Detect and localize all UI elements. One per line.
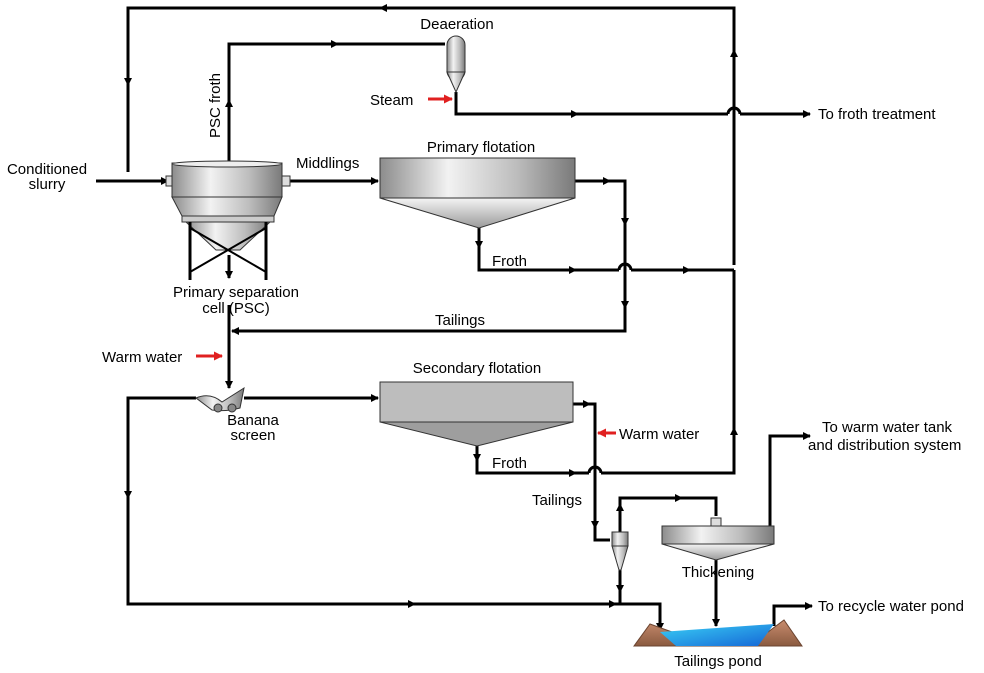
primary-froth-hop	[617, 262, 633, 271]
flow-lines	[96, 4, 813, 631]
warm-water-tank-label-1: To warm water tank	[822, 419, 953, 436]
thickener-overflow-line	[768, 432, 811, 530]
deaeration-vessel	[446, 35, 466, 94]
psc-label-2: cell (PSC)	[202, 300, 270, 317]
primary-flotation-tank	[379, 157, 576, 229]
labels: Conditioned slurry PSC froth Deaeration …	[7, 16, 964, 670]
psc-froth-label: PSC froth	[207, 73, 224, 138]
warm-water-left-label: Warm water	[102, 349, 182, 366]
banana-screen-label-2: screen	[230, 427, 275, 444]
secondary-flotation-tank	[379, 381, 574, 447]
psc-label-1: Primary separation	[173, 284, 299, 301]
recycle-top-line	[126, 6, 736, 265]
secondary-froth-out	[601, 270, 736, 475]
froth-treatment-hop	[726, 106, 742, 115]
steam-label: Steam	[370, 92, 413, 109]
primary-froth-label: Froth	[492, 253, 527, 270]
tailings-pond-label: Tailings pond	[674, 653, 762, 670]
primary-tailings-label: Tailings	[435, 312, 485, 329]
primary-separation-cell	[165, 160, 291, 280]
red-injection-arrows	[196, 94, 616, 438]
banana-screen	[195, 386, 245, 413]
thickener	[661, 517, 775, 561]
primary-flotation-label: Primary flotation	[427, 139, 535, 156]
to-froth-treatment-label: To froth treatment	[818, 106, 936, 123]
middlings-label: Middlings	[296, 155, 359, 172]
warm-water-right-label: Warm water	[619, 426, 699, 443]
secondary-flotation-label: Secondary flotation	[413, 360, 541, 377]
conditioned-slurry-label-1: Conditioned	[7, 161, 87, 178]
oversize-line	[126, 396, 662, 628]
recycle-water-line	[772, 602, 813, 626]
conditioned-slurry-label-2: slurry	[29, 176, 66, 193]
tailings-pond	[633, 619, 803, 647]
to-recycle-water-pond-label: To recycle water pond	[818, 598, 964, 615]
thickening-label: Thickening	[682, 564, 755, 581]
secondary-froth-label: Froth	[492, 455, 527, 472]
deaeration-label: Deaeration	[420, 16, 493, 33]
banana-screen-label-1: Banana	[227, 412, 279, 429]
secondary-tailings-label: Tailings	[532, 492, 582, 509]
warm-water-tank-label-2: and distribution system	[808, 437, 961, 454]
hydrocyclone	[611, 531, 629, 571]
froth-treatment-line	[454, 92, 728, 116]
